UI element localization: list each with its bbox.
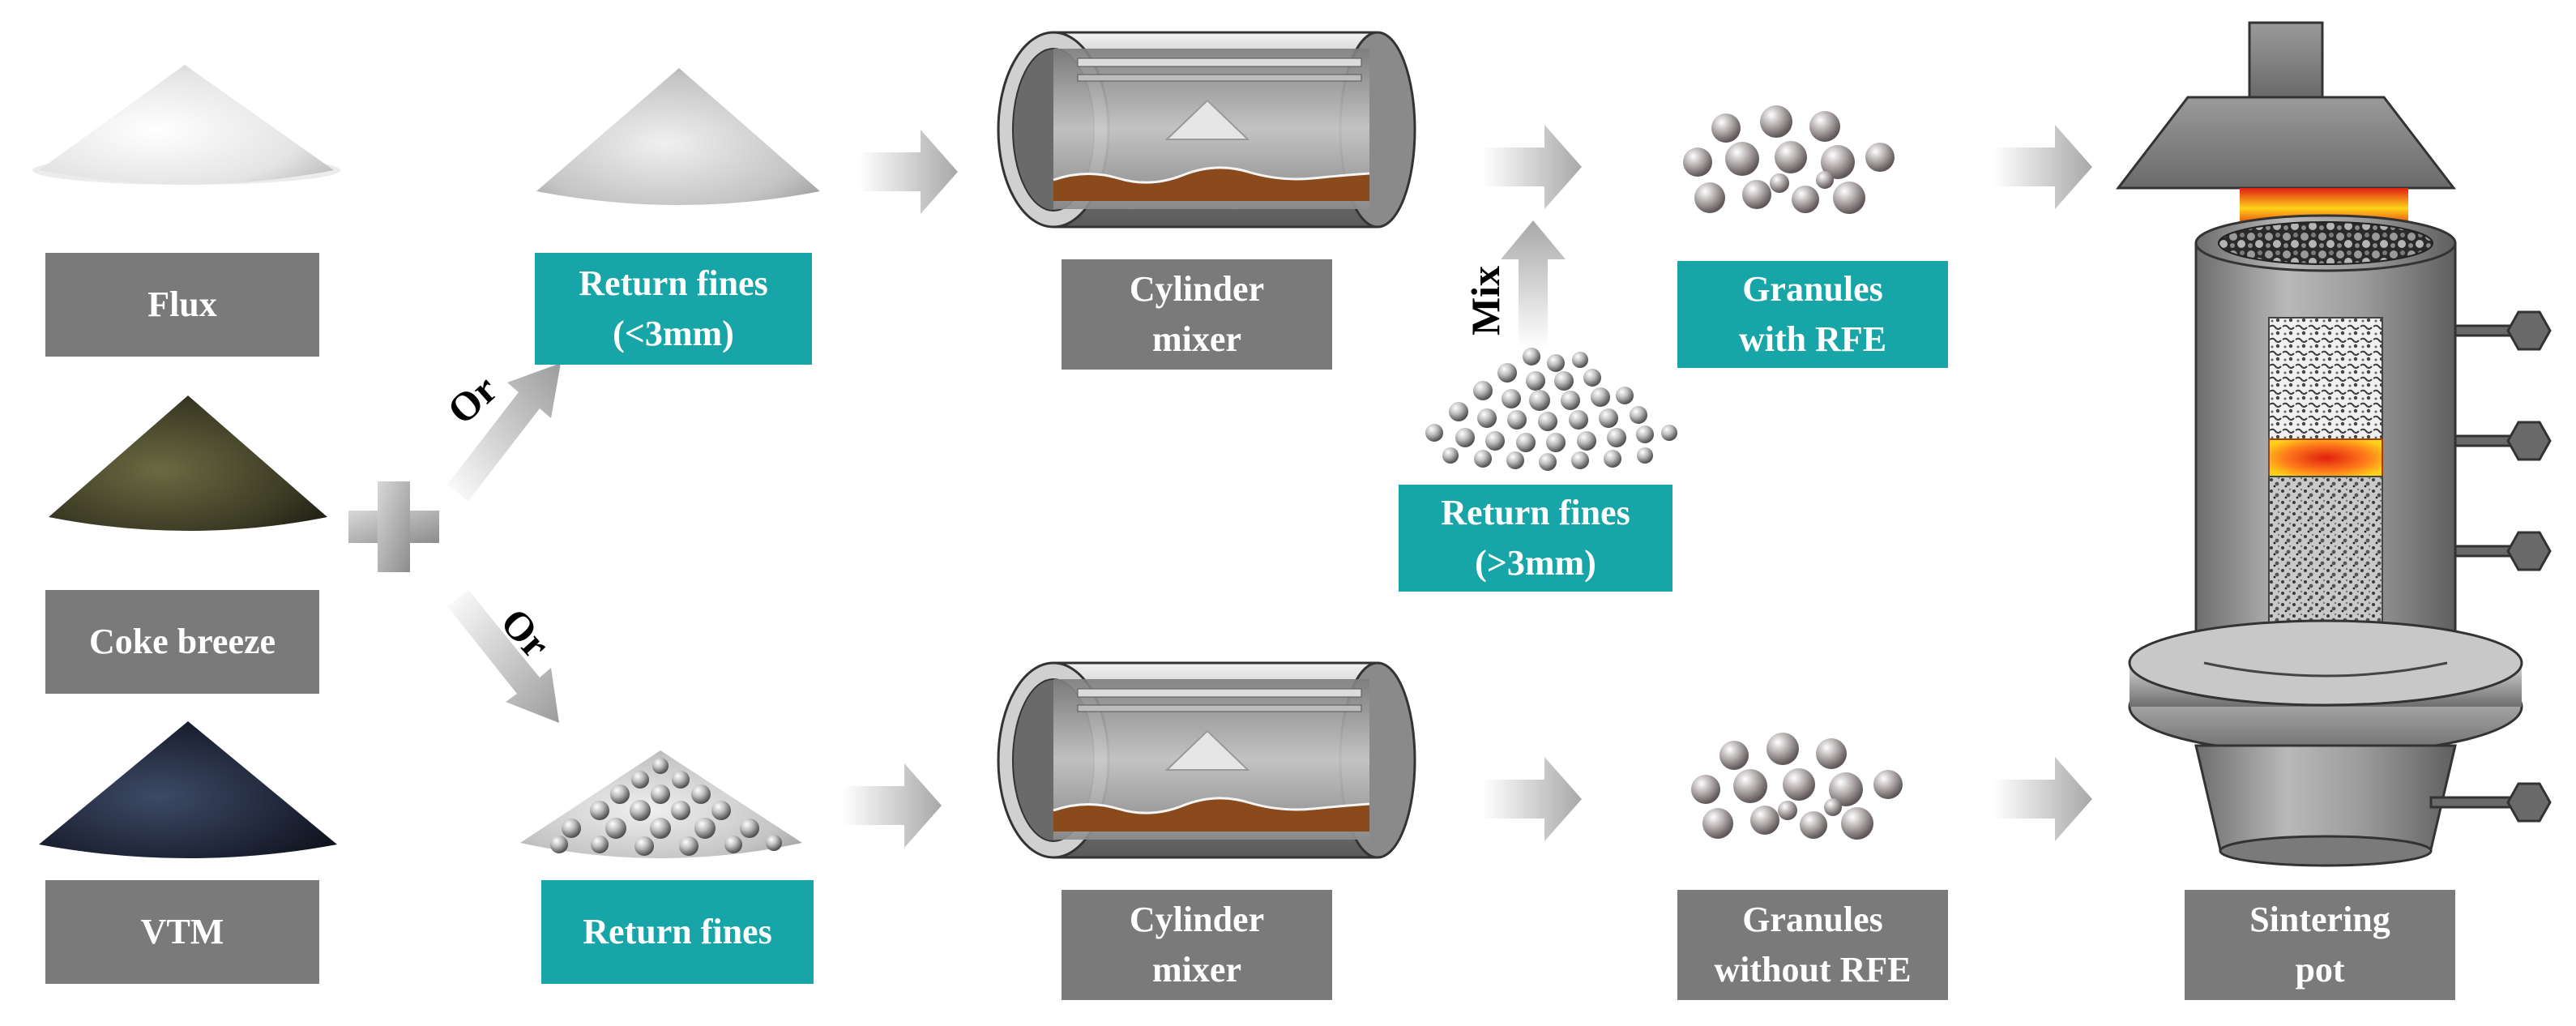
return-fines-gt3-line1: Return fines xyxy=(1441,493,1630,532)
cylinder-mixer-top-line1: Cylinder xyxy=(1129,269,1265,309)
return-fines-gt3-pile xyxy=(1425,348,1677,471)
granules-with-rfe-line1: Granules xyxy=(1742,269,1883,309)
return-fines-gt3-line2: (>3mm) xyxy=(1475,543,1596,583)
arrow-right-4 xyxy=(1483,757,1582,841)
arrow-up-mix xyxy=(1501,220,1566,348)
return-fines-lt3-line1: Return fines xyxy=(579,263,768,303)
sintering-pot-illustration xyxy=(2115,21,2552,867)
granules-with-rfe-label: Granules with RFE xyxy=(1677,261,1948,368)
return-fines-label: Return fines xyxy=(541,880,814,984)
return-fines-lt3-cone xyxy=(536,68,820,205)
granules-with-rfe-illustration xyxy=(1683,105,1895,214)
return-fines-lt3-label: Return fines (<3mm) xyxy=(535,253,812,365)
sintering-pot-line1: Sintering xyxy=(2249,900,2390,939)
arrow-diag-down xyxy=(447,590,559,723)
flux-label-text: Flux xyxy=(147,284,217,324)
arrow-right-2 xyxy=(843,763,942,848)
vtm-powder-cone xyxy=(39,721,337,858)
cylinder-mixer-bottom-label: Cylinder mixer xyxy=(1062,890,1332,1000)
granules-without-rfe-illustration xyxy=(1691,733,1903,840)
granules-without-rfe-label: Granules without RFE xyxy=(1677,890,1948,1000)
vtm-label-text: VTM xyxy=(140,912,224,951)
arrow-right-3 xyxy=(1483,125,1582,209)
cylinder-mixer-top-line2: mixer xyxy=(1152,319,1241,359)
flux-label: Flux xyxy=(45,253,319,357)
return-fines-pile xyxy=(520,750,802,858)
arrow-right-5 xyxy=(1993,125,2092,209)
coke-breeze-label: Coke breeze xyxy=(45,590,319,694)
cylinder-mixer-bottom-line2: mixer xyxy=(1152,950,1241,990)
arrow-right-6 xyxy=(1993,757,2092,841)
coke-breeze-powder-cone xyxy=(49,395,327,531)
granules-without-rfe-line2: without RFE xyxy=(1714,950,1912,990)
plus-icon xyxy=(348,481,439,572)
cylinder-mixer-bottom-illustration xyxy=(997,661,1416,859)
thermocouple-probes xyxy=(2429,310,2552,823)
granules-with-rfe-line2: with RFE xyxy=(1738,319,1887,359)
vtm-label: VTM xyxy=(45,880,319,984)
cylinder-mixer-top-illustration xyxy=(997,31,1416,229)
cylinder-mixer-bottom-line1: Cylinder xyxy=(1129,900,1265,939)
return-fines-label-text: Return fines xyxy=(583,912,772,951)
arrow-right-1 xyxy=(859,130,958,214)
coke-breeze-label-text: Coke breeze xyxy=(88,622,276,661)
sintering-pot-line2: pot xyxy=(2295,950,2345,990)
flux-powder-cone xyxy=(39,65,334,185)
mix-annotation: Mix xyxy=(1463,265,1509,336)
granules-without-rfe-line1: Granules xyxy=(1742,900,1883,939)
cylinder-mixer-top-label: Cylinder mixer xyxy=(1062,259,1332,370)
return-fines-lt3-line2: (<3mm) xyxy=(613,314,734,353)
arrow-diag-up xyxy=(447,363,561,501)
return-fines-gt3-label: Return fines (>3mm) xyxy=(1399,485,1672,592)
process-arrows xyxy=(843,125,2092,848)
sintering-pot-label: Sintering pot xyxy=(2185,890,2455,1000)
flame-front-band xyxy=(2268,438,2383,477)
